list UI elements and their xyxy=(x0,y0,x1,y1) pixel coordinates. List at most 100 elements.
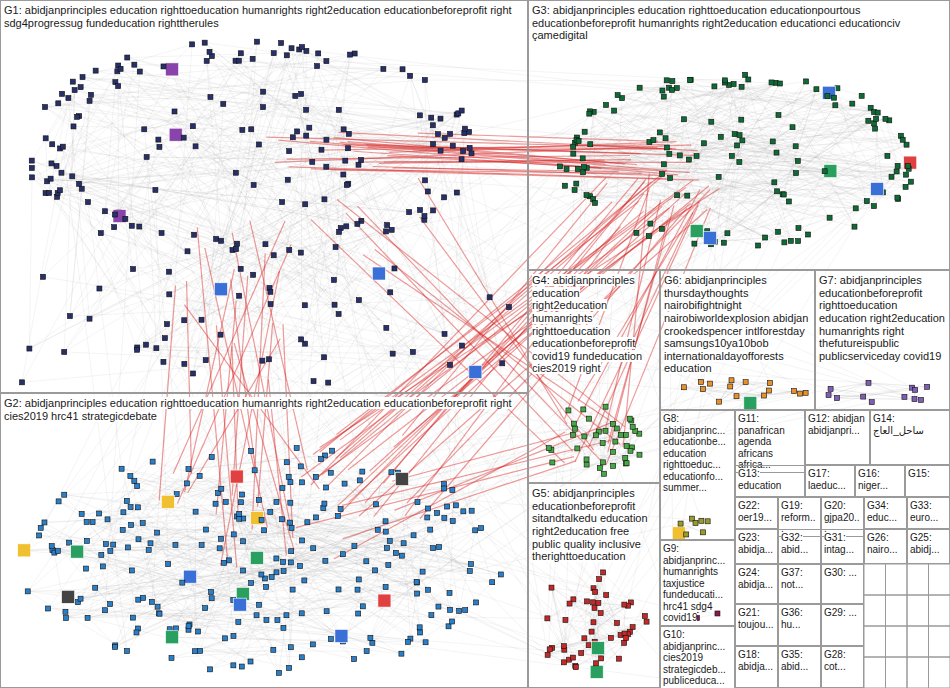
vertex-marker xyxy=(776,113,781,118)
vertex-marker xyxy=(822,169,827,174)
vertex-marker xyxy=(701,141,706,146)
edge-line xyxy=(418,133,658,141)
vertex-marker xyxy=(687,78,692,83)
vertex-marker xyxy=(659,226,664,231)
vertex-marker xyxy=(725,231,730,236)
vertex-marker xyxy=(116,84,121,89)
edge-line xyxy=(133,97,664,618)
vertex-marker xyxy=(417,625,422,630)
edge-line xyxy=(669,129,875,154)
vertex-marker xyxy=(167,292,172,297)
vertex-marker xyxy=(384,229,389,234)
edge-line xyxy=(265,156,887,579)
vertex-marker xyxy=(825,94,830,99)
edge-line xyxy=(282,472,362,520)
vertex-marker xyxy=(337,229,342,234)
vertex-marker xyxy=(663,136,668,141)
vertex-marker xyxy=(356,162,361,167)
vertex-marker xyxy=(908,179,913,184)
vertex-marker xyxy=(203,527,208,532)
edge-line xyxy=(138,389,830,539)
vertex-marker xyxy=(580,156,585,161)
edge-line xyxy=(276,558,500,574)
vertex-marker xyxy=(732,132,737,137)
vertex-marker xyxy=(295,129,300,134)
edge-line xyxy=(168,502,279,673)
edge-line xyxy=(185,269,235,492)
vertex-marker xyxy=(459,343,464,348)
vertex-marker xyxy=(735,143,740,148)
vertex-marker xyxy=(256,497,261,502)
edge-line xyxy=(587,112,594,168)
edge-line xyxy=(137,165,358,350)
vertex-marker xyxy=(359,158,364,163)
vertex-marker xyxy=(153,187,158,192)
vertex-marker xyxy=(721,240,726,245)
vertex-marker xyxy=(467,145,472,150)
vertex-marker xyxy=(54,163,59,168)
edge-line xyxy=(43,104,223,277)
edge-line xyxy=(88,481,135,618)
edge-line xyxy=(206,42,257,361)
vertex-marker xyxy=(574,181,579,186)
vertex-marker xyxy=(859,93,864,98)
vertex-marker xyxy=(804,79,809,84)
vertex-marker xyxy=(316,51,321,56)
vertex-marker xyxy=(123,216,128,221)
vertex-marker xyxy=(408,73,413,78)
vertex-marker xyxy=(20,380,25,385)
vertex-marker xyxy=(310,159,315,164)
vertex-marker xyxy=(425,515,430,520)
vertex-marker xyxy=(186,467,191,472)
edge-line xyxy=(41,528,291,647)
vertex-marker xyxy=(87,98,92,103)
vertex-marker xyxy=(199,317,204,322)
vertex-marker xyxy=(506,305,511,310)
edge-line xyxy=(349,134,874,206)
edge-line xyxy=(548,622,647,655)
edge-line xyxy=(54,553,66,618)
vertex-marker xyxy=(142,127,147,132)
edge-line xyxy=(715,163,910,242)
edge-line xyxy=(195,606,363,651)
vertex-marker xyxy=(131,267,136,272)
vertex-marker xyxy=(660,171,665,176)
edge-line xyxy=(704,143,874,206)
vertex-marker xyxy=(731,81,736,86)
vertex-marker xyxy=(716,174,721,179)
vertex-marker xyxy=(429,115,434,120)
edge-line xyxy=(46,138,47,181)
edge-line xyxy=(326,61,780,83)
edge-line xyxy=(223,104,575,429)
vertex-marker xyxy=(281,560,286,565)
vertex-marker xyxy=(793,144,798,149)
edge-line xyxy=(232,233,291,529)
edge-line xyxy=(152,547,439,602)
vertex-marker xyxy=(346,146,351,151)
vertex-marker xyxy=(70,79,75,84)
vertex-marker xyxy=(894,169,899,174)
vertex-marker xyxy=(190,124,195,129)
vertex-marker xyxy=(790,125,795,130)
edge-line xyxy=(594,112,684,119)
vertex-marker xyxy=(442,135,447,140)
edge-line xyxy=(22,361,262,383)
edge-line xyxy=(115,521,385,647)
edge-line xyxy=(187,281,192,474)
vertex-marker xyxy=(271,253,276,258)
edge-line xyxy=(319,145,664,151)
edge-line xyxy=(29,177,32,348)
vertex-marker xyxy=(285,177,290,182)
vertex-marker xyxy=(135,347,140,352)
vertex-marker xyxy=(336,312,341,317)
vertex-marker xyxy=(63,616,68,621)
vertex-marker xyxy=(88,92,93,97)
vertex-marker xyxy=(685,193,690,198)
edge-line xyxy=(32,87,81,160)
edge-line xyxy=(266,137,657,147)
vertex-marker xyxy=(584,193,589,198)
edge-line xyxy=(551,588,606,595)
edge-line xyxy=(254,89,817,185)
vertex-marker xyxy=(763,235,768,240)
edge-line xyxy=(46,98,69,138)
